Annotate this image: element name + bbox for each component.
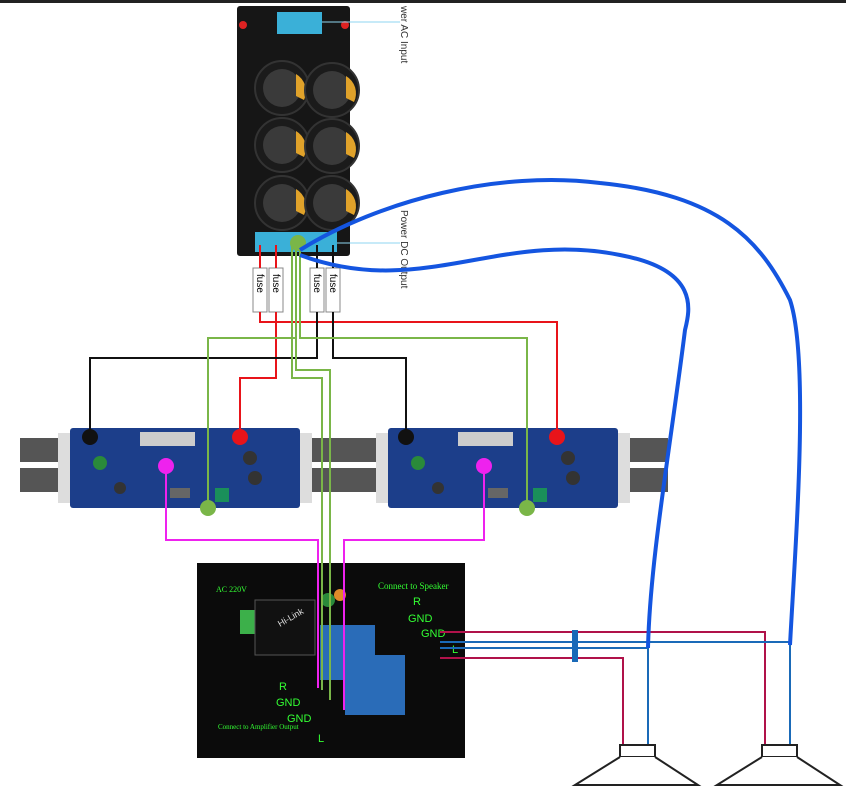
fuse-4-label: fuse xyxy=(327,274,338,293)
ac-input-label: wer AC Input xyxy=(398,5,409,63)
amp-r-label: R xyxy=(279,681,287,693)
amplifier-board-left xyxy=(20,428,350,508)
right-amp-output-terminal xyxy=(476,458,492,474)
fuse-3-label: fuse xyxy=(311,274,322,293)
left-amp-output-terminal xyxy=(158,458,174,474)
amplifier-board-right xyxy=(338,428,668,508)
connect-speaker-label: Connect to Speaker xyxy=(378,581,448,591)
ac-220v-label: AC 220V xyxy=(216,585,247,594)
left-amp-negative-terminal xyxy=(82,429,98,445)
right-amp-negative-terminal xyxy=(398,429,414,445)
right-amp-ground-terminal xyxy=(519,500,535,516)
fuses xyxy=(252,267,341,313)
positive-wires xyxy=(239,245,558,435)
power-supply-board xyxy=(237,6,400,256)
amp-gnd1-label: GND xyxy=(276,697,301,709)
signal-wires xyxy=(165,466,485,710)
speaker-wires xyxy=(440,630,791,745)
speaker-r-label: R xyxy=(413,596,421,608)
speaker-right xyxy=(713,744,844,786)
fuse-2-label: fuse xyxy=(270,274,281,293)
amp-gnd2-label: GND xyxy=(287,713,312,725)
ground-loop-wires xyxy=(298,177,803,649)
speaker-left xyxy=(571,744,702,786)
ground-wires xyxy=(207,245,528,700)
speaker-l-label: L xyxy=(452,644,458,656)
amp-l-label: L xyxy=(318,733,324,745)
right-amp-positive-terminal xyxy=(549,429,565,445)
fuse-1-label: fuse xyxy=(254,274,265,293)
speaker-gnd2-label: GND xyxy=(421,628,446,640)
left-amp-positive-terminal xyxy=(232,429,248,445)
connect-amp-label: Connect to Amplifier Output xyxy=(218,723,299,731)
speaker-gnd1-label: GND xyxy=(408,613,433,625)
left-amp-ground-terminal xyxy=(200,500,216,516)
negative-wires xyxy=(89,245,407,435)
top-border xyxy=(0,0,846,3)
dc-output-label: Power DC Output xyxy=(398,210,409,289)
